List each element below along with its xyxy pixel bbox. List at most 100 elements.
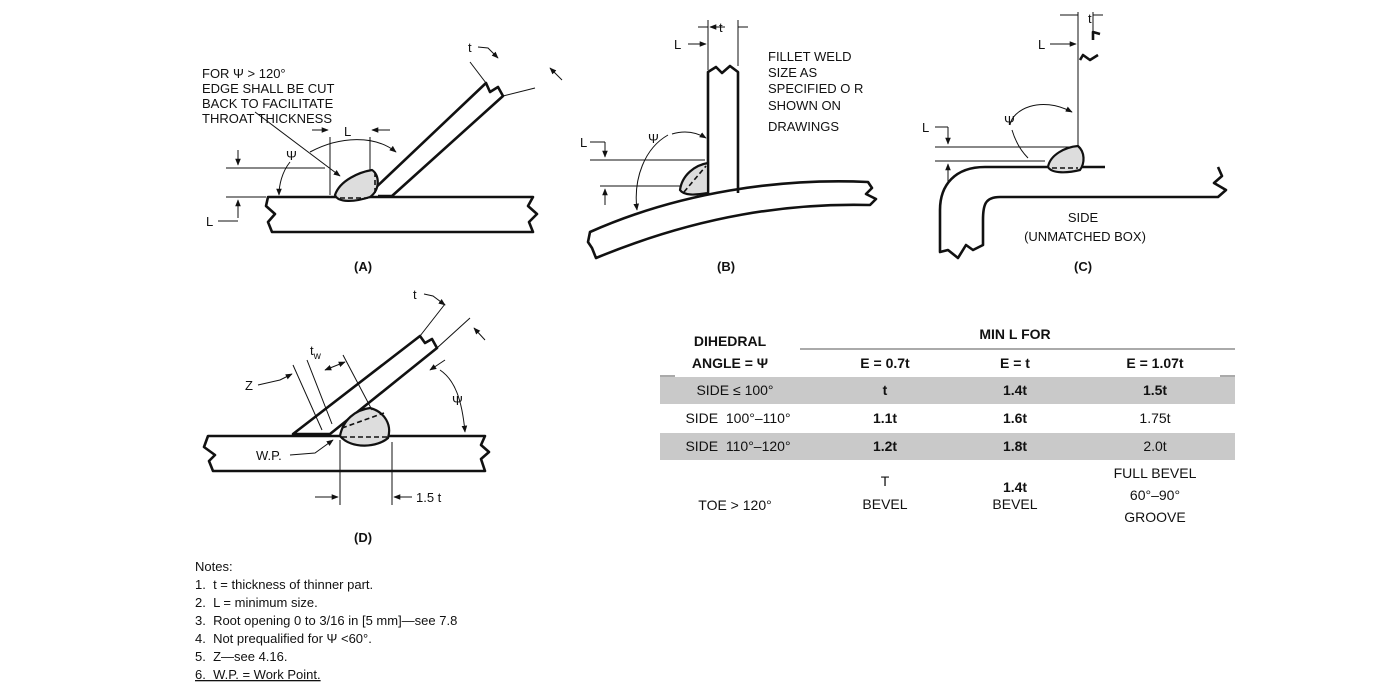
psi-arc <box>439 369 468 433</box>
min-l-table: DIHEDRAL ANGLE = Ψ MIN L FOR E = 0.7t E … <box>660 326 1235 525</box>
figure-a-caption: (A) <box>354 259 372 274</box>
cell: 1.5t <box>1143 382 1167 398</box>
l-label-2: L <box>922 120 929 135</box>
figure-d-caption: (D) <box>354 530 372 545</box>
note-item: 2. L = minimum size. <box>195 595 318 610</box>
z-leader <box>257 373 293 386</box>
figure-b: L t L Ψ FILLET WELD SIZE AS SPECIFIED O … <box>580 20 878 274</box>
branch-member <box>369 81 505 198</box>
row-label: SIDE ≤ 100° <box>696 382 773 398</box>
fillet-weld <box>333 168 379 202</box>
psi-arc <box>429 359 446 371</box>
header-angle: ANGLE = Ψ <box>692 355 768 371</box>
cell: 2.0t <box>1143 438 1166 454</box>
l-label-2: L <box>580 135 587 150</box>
header-min-l-for: MIN L FOR <box>979 326 1050 342</box>
fillet-weld <box>678 161 710 196</box>
figure-a-note-line: BACK TO FACILITATE <box>202 96 334 111</box>
psi-arc <box>276 161 291 196</box>
tw-label: tw <box>310 343 322 362</box>
weld-throat-dash <box>683 165 707 193</box>
vertical-member <box>706 64 740 195</box>
l-extension-lines <box>329 137 371 195</box>
notes-title: Notes: <box>195 559 233 574</box>
base-plate <box>202 434 491 473</box>
table-row: SIDE 100°–110° 1.1t 1.6t 1.75t <box>685 410 1170 426</box>
note-item: 1. t = thickness of thinner part. <box>195 577 373 592</box>
fillet-weld <box>1046 144 1085 174</box>
cell: 1.2t <box>873 438 897 454</box>
l-label: L <box>344 124 351 139</box>
figure-b-caption: (B) <box>717 259 735 274</box>
psi-arc <box>1011 129 1029 159</box>
figure-c-caption: (C) <box>1074 259 1092 274</box>
l-label: L <box>674 37 681 52</box>
psi-label: Ψ <box>452 393 463 408</box>
weld-throat-dashes <box>340 172 376 199</box>
cell: t <box>883 382 888 398</box>
row-label: SIDE 110°–120° <box>685 438 790 454</box>
psi-arc <box>309 139 397 153</box>
notes: Notes: 1. t = thickness of thinner part.… <box>195 559 457 682</box>
cell: 60°–90° <box>1130 487 1180 503</box>
note-item: 6. W.P. = Work Point. <box>195 667 321 682</box>
t-label: t <box>468 40 472 55</box>
column-header: E = t <box>1000 355 1030 371</box>
note-item: 3. Root opening 0 to 3/16 in [5 mm]—see … <box>195 613 457 628</box>
cell: BEVEL <box>862 496 907 512</box>
figure-a-note-line: EDGE SHALL BE CUT <box>202 81 335 96</box>
psi-arc <box>671 131 707 139</box>
thickness-extension-lines <box>469 61 536 97</box>
wall-break <box>1078 30 1101 62</box>
figure-b-note-line: SIZE AS <box>768 65 817 80</box>
z-label: Z <box>245 378 253 393</box>
t-leader <box>477 46 499 59</box>
column-header: E = 0.7t <box>860 355 910 371</box>
l-vertical-extension <box>226 167 325 198</box>
figure-b-note-line: DRAWINGS <box>768 119 839 134</box>
cell: BEVEL <box>992 496 1037 512</box>
cell: 1.6t <box>1003 410 1027 426</box>
psi-label: Ψ <box>286 148 297 163</box>
box-corner-plate <box>938 165 1228 260</box>
tw-sub: w <box>313 351 322 362</box>
cell: T <box>881 473 890 489</box>
thickness-extension-lines <box>419 303 471 349</box>
table-row: SIDE ≤ 100° t 1.4t 1.5t <box>696 382 1167 398</box>
figure-b-note-line: SHOWN ON <box>768 98 841 113</box>
figure-d: t tw Z W.P. 1.5 t Ψ (D) <box>202 287 491 545</box>
figure-a-note-line: FOR Ψ > 120° <box>202 66 286 81</box>
t-arrow <box>549 67 563 81</box>
side-label: SIDE <box>1068 210 1099 225</box>
figure-a-note-line: THROAT THICKNESS <box>202 111 332 126</box>
tw-dim <box>324 361 346 371</box>
table-row-toe: TOE > 120° T BEVEL 1.4t BEVEL FULL BEVEL… <box>698 465 1196 525</box>
table-row: SIDE 110°–120° 1.2t 1.8t 2.0t <box>685 438 1166 454</box>
l-extension-lines <box>590 159 705 187</box>
figure-b-note-line: SPECIFIED O R <box>768 81 863 96</box>
cell: FULL BEVEL <box>1114 465 1197 481</box>
row-shade <box>660 377 1235 404</box>
t-arrow <box>473 327 486 341</box>
figure-c: L t L Ψ SIDE (UNMATCHED BOX) (C) <box>922 11 1228 274</box>
cell: GROOVE <box>1124 509 1185 525</box>
cell: 1.4t <box>1003 479 1027 495</box>
figure-a: FOR Ψ > 120° EDGE SHALL BE CUT BACK TO F… <box>202 40 563 274</box>
row-label: SIDE 100°–110° <box>685 410 790 426</box>
tw-t: t <box>310 343 314 358</box>
t-extension-lines <box>698 20 748 70</box>
curved-base-plate <box>586 180 878 260</box>
wp-leader <box>289 439 334 456</box>
header-dihedral: DIHEDRAL <box>694 333 767 349</box>
t-label: t <box>1088 11 1092 26</box>
cell: 1.1t <box>873 410 897 426</box>
cell: 1.4t <box>1003 382 1027 398</box>
l-label: L <box>1038 37 1045 52</box>
note-item: 5. Z—see 4.16. <box>195 649 288 664</box>
dim-extension-lines <box>339 440 393 505</box>
note-leader <box>254 111 341 177</box>
column-header: E = 1.07t <box>1126 355 1184 371</box>
t-leader <box>423 293 446 306</box>
row-shade <box>660 433 1235 460</box>
